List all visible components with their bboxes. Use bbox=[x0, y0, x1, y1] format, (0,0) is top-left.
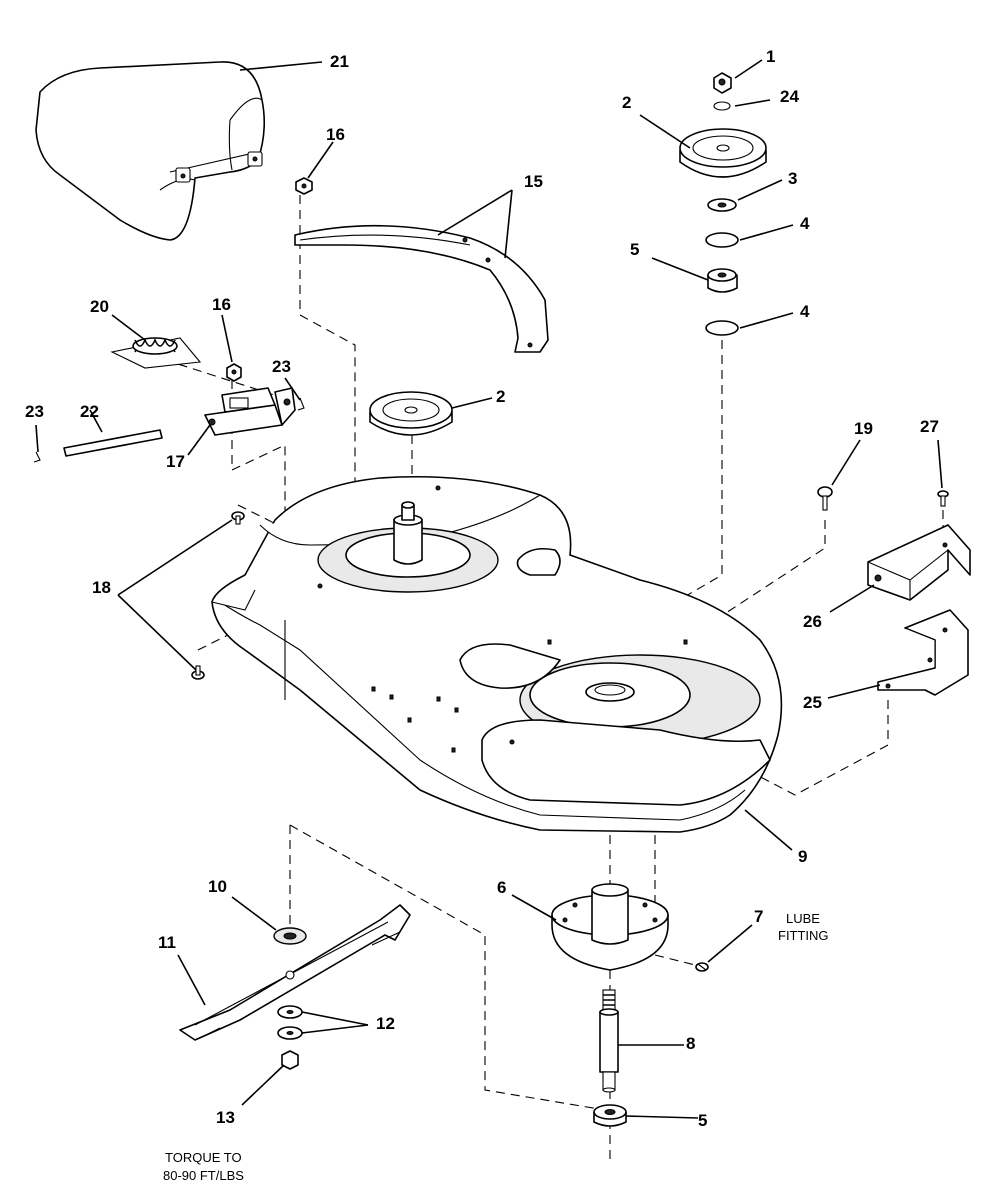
callout-18: 18 bbox=[92, 578, 111, 597]
blade-adapter bbox=[273, 927, 307, 945]
hairpin-clip-right bbox=[297, 397, 305, 411]
spring bbox=[110, 337, 202, 369]
callout-25: 25 bbox=[803, 693, 822, 712]
blade-washer-lower bbox=[277, 1026, 303, 1040]
callout-17: 17 bbox=[166, 452, 185, 471]
spindle-housing bbox=[551, 883, 669, 971]
blade-washer-upper bbox=[277, 1005, 303, 1019]
callout-12: 12 bbox=[376, 1014, 395, 1033]
callout-24: 24 bbox=[780, 87, 799, 106]
torque-note-line2: 80-90 FT/LBS bbox=[163, 1168, 244, 1183]
grass-deflector bbox=[35, 61, 266, 241]
callout-4-top: 4 bbox=[800, 214, 810, 233]
callout-11: 11 bbox=[158, 933, 176, 952]
carriage-bolt-upper bbox=[231, 511, 245, 525]
bracket-26 bbox=[867, 524, 971, 601]
notes: LUBE FITTING TORQUE TO 80-90 FT/LBS bbox=[163, 911, 829, 1183]
retaining-ring-upper bbox=[705, 232, 739, 248]
callout-23-left: 23 bbox=[25, 402, 44, 421]
idler-bracket bbox=[204, 387, 296, 436]
mower-deck bbox=[211, 475, 783, 833]
callout-20: 20 bbox=[90, 297, 109, 316]
callout-3: 3 bbox=[788, 169, 797, 188]
callout-26: 26 bbox=[803, 612, 822, 631]
lock-washer bbox=[713, 101, 731, 111]
callout-13: 13 bbox=[216, 1108, 235, 1127]
pivot-rod bbox=[63, 429, 163, 457]
callout-22: 22 bbox=[80, 402, 99, 421]
pulley-right bbox=[679, 128, 767, 178]
callout-7: 7 bbox=[754, 907, 763, 926]
mower-blade bbox=[179, 904, 411, 1041]
callout-19: 19 bbox=[854, 419, 873, 438]
callout-9: 9 bbox=[798, 847, 807, 866]
callout-8: 8 bbox=[686, 1034, 695, 1053]
callout-6: 6 bbox=[497, 878, 506, 897]
callout-5-top: 5 bbox=[630, 240, 639, 259]
callout-21: 21 bbox=[330, 52, 349, 71]
bearing-upper bbox=[707, 268, 738, 293]
leader-lines bbox=[35, 59, 943, 1119]
nut-idler bbox=[226, 363, 242, 382]
callout-23-right: 23 bbox=[272, 357, 291, 376]
carriage-bolt-19 bbox=[817, 486, 833, 511]
callout-numbers: 1 24 2 3 4 5 4 2 21 16 15 20 16 23 22 23… bbox=[25, 47, 939, 1130]
pulley-left bbox=[369, 391, 453, 436]
belt-guard bbox=[294, 224, 549, 353]
retaining-ring-lower bbox=[705, 320, 739, 336]
lube-fitting bbox=[695, 962, 709, 972]
hairpin-clip-left bbox=[33, 451, 41, 463]
callout-15: 15 bbox=[524, 172, 543, 191]
bracket-25 bbox=[877, 609, 969, 696]
flat-washer bbox=[707, 198, 737, 212]
callout-5-bottom: 5 bbox=[698, 1111, 707, 1130]
spindle-shaft bbox=[599, 989, 619, 1093]
callout-1: 1 bbox=[766, 47, 775, 66]
hex-nut bbox=[713, 72, 732, 94]
carriage-bolt-lower bbox=[191, 665, 205, 680]
callout-4-bottom: 4 bbox=[800, 302, 810, 321]
lube-fitting-note-line1: LUBE bbox=[786, 911, 820, 926]
lube-fitting-note-line2: FITTING bbox=[778, 928, 829, 943]
callout-16-top: 16 bbox=[326, 125, 345, 144]
callout-16-mid: 16 bbox=[212, 295, 231, 314]
blade-bolt bbox=[281, 1050, 299, 1070]
callout-27: 27 bbox=[920, 417, 939, 436]
torque-note-line1: TORQUE TO bbox=[165, 1150, 242, 1165]
callout-2-mid: 2 bbox=[496, 387, 505, 406]
nut-top bbox=[295, 177, 313, 195]
screw-27 bbox=[937, 490, 949, 507]
callout-10: 10 bbox=[208, 877, 227, 896]
bearing-lower bbox=[593, 1104, 627, 1127]
callout-2-top: 2 bbox=[622, 93, 631, 112]
